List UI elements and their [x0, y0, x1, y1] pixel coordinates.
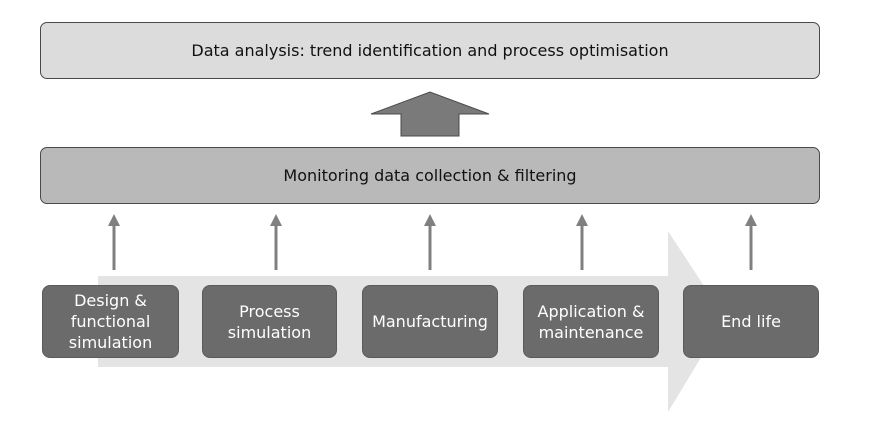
stage-label: Manufacturing — [372, 312, 488, 331]
stage-design-functional-simulation: Design & functional simulation — [42, 285, 179, 358]
connector-arrow — [424, 214, 436, 270]
monitoring-label: Monitoring data collection & filtering — [283, 166, 577, 185]
connector-arrow — [576, 214, 588, 270]
connector-arrow — [270, 214, 282, 270]
stage-label: Application & maintenance — [537, 301, 645, 342]
stage-manufacturing: Manufacturing — [362, 285, 498, 358]
monitoring-box: Monitoring data collection & filtering — [40, 147, 820, 204]
stage-process-simulation: Process simulation — [202, 285, 337, 358]
block-arrow-up — [370, 91, 490, 137]
stage-label: Process simulation — [227, 301, 312, 342]
connector-arrow — [108, 214, 120, 270]
data-analysis-box: Data analysis: trend identification and … — [40, 22, 820, 79]
stage-label: Design & functional simulation — [68, 291, 153, 352]
connector-arrow — [745, 214, 757, 270]
stage-end-life: End life — [683, 285, 819, 358]
stage-application-maintenance: Application & maintenance — [523, 285, 659, 358]
stage-label: End life — [721, 312, 781, 331]
data-analysis-label: Data analysis: trend identification and … — [191, 41, 669, 60]
